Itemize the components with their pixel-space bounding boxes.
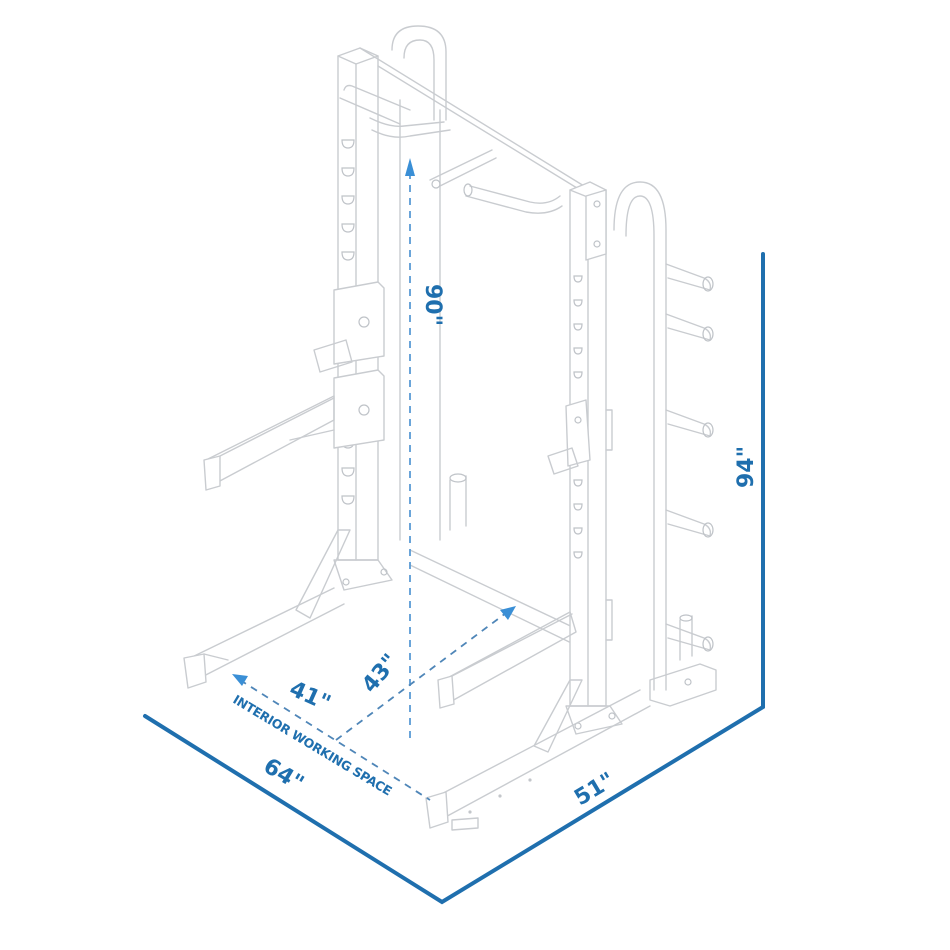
dimension-labels: 90" 94" 41" 43" INTERIOR WORKING SPACE 6… bbox=[230, 284, 759, 811]
plate-horns bbox=[665, 263, 714, 652]
arrow-up-icon bbox=[405, 158, 415, 176]
arrow-right-icon bbox=[500, 606, 516, 620]
label-overall-height: 94" bbox=[734, 446, 759, 488]
label-interior-height: 90" bbox=[420, 284, 445, 326]
dimension-lines bbox=[143, 158, 765, 905]
overall-outline bbox=[143, 252, 765, 905]
label-interior-width: 43" bbox=[357, 650, 403, 698]
pull-up-bar bbox=[339, 47, 591, 214]
label-overall-width: 51" bbox=[570, 768, 619, 811]
label-interior-depth: 41" bbox=[286, 677, 335, 717]
rack-linework bbox=[183, 25, 717, 831]
upright-holes-right bbox=[573, 275, 583, 559]
arrow-left-icon bbox=[232, 674, 248, 686]
